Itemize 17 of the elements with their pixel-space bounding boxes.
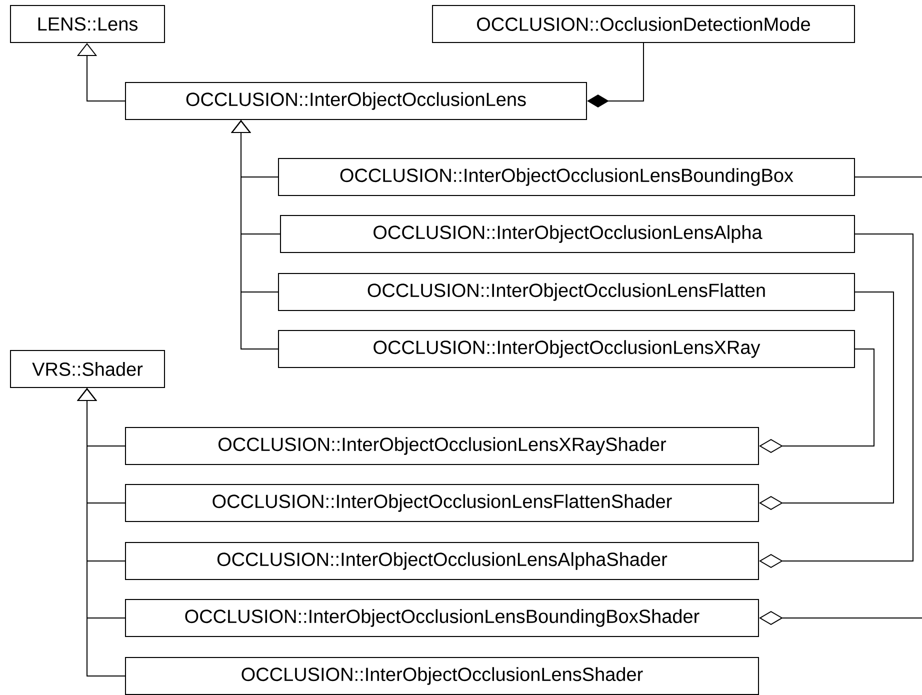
class-box: LENS::Lens (10, 5, 165, 43)
class-box: OCCLUSION::InterObjectOcclusionLensShader (125, 657, 759, 695)
class-box: OCCLUSION::InterObjectOcclusionLensXRay (278, 330, 855, 368)
diamond-connector (587, 42, 644, 108)
class-box: OCCLUSION::OcclusionDetectionMode (432, 5, 855, 43)
inheritance-arrow (76, 388, 126, 676)
class-box: OCCLUSION::InterObjectOcclusionLensBoundingBoxShader (125, 599, 759, 637)
inheritance-arrow (230, 120, 278, 350)
class-box: OCCLUSION::InterObjectOcclusionLensFlatten (278, 273, 855, 311)
class-box: VRS::Shader (10, 350, 165, 388)
class-box: OCCLUSION::InterObjectOcclusionLensXRayShader (125, 427, 759, 465)
class-box: OCCLUSION::InterObjectOcclusionLens (125, 82, 587, 120)
class-box: OCCLUSION::InterObjectOcclusionLensAlphaShader (125, 542, 759, 580)
class-box: OCCLUSION::InterObjectOcclusionLensFlattenShader (125, 484, 759, 522)
class-box: OCCLUSION::InterObjectOcclusionLensAlpha (280, 215, 855, 253)
inheritance-arrow (76, 43, 126, 102)
class-box: OCCLUSION::InterObjectOcclusionLensBoundingBox (278, 158, 855, 196)
